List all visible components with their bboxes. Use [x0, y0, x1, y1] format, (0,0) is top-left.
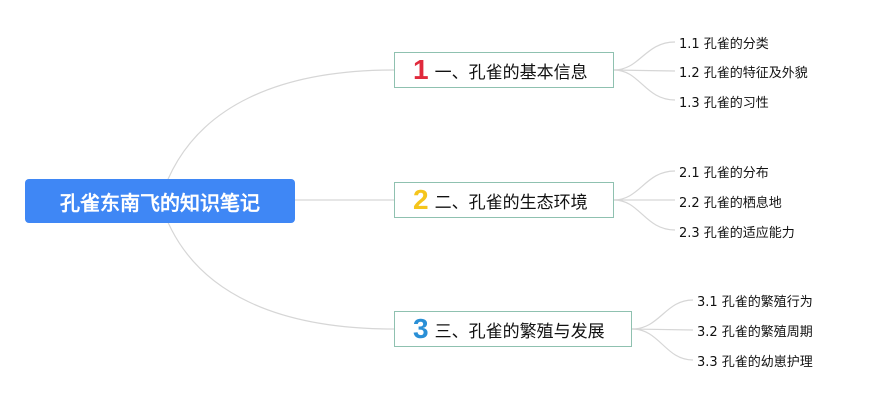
connector-b3-leaf-2	[631, 328, 694, 331]
subtopic-1-2[interactable]: 1.2 孔雀的特征及外貌	[679, 66, 808, 81]
subtopic-2-2[interactable]: 2.2 孔雀的栖息地	[679, 196, 782, 211]
branch-topic-3[interactable]: 3 三、孔雀的繁殖与发展	[394, 311, 632, 347]
connector-b3-leaf-1	[631, 299, 694, 330]
branch-label-2: 二、孔雀的生态环境	[434, 192, 588, 213]
branch-topic-2[interactable]: 2 二、孔雀的生态环境	[394, 182, 614, 218]
subtopic-1-3[interactable]: 1.3 孔雀的习性	[679, 96, 769, 111]
branch-number-1: 1	[413, 54, 429, 85]
subtopic-1-1[interactable]: 1.1 孔雀的分类	[679, 37, 769, 52]
branch-label-3: 三、孔雀的繁殖与发展	[434, 321, 605, 342]
connector-root-branch-3	[159, 200, 395, 330]
connector-root-branch-1	[159, 69, 395, 202]
branch-number-2: 2	[413, 184, 429, 215]
connector-b2-leaf-1	[613, 170, 676, 201]
subtopic-3-1[interactable]: 3.1 孔雀的繁殖行为	[697, 295, 813, 310]
branch-label-1: 一、孔雀的基本信息	[434, 62, 588, 83]
root-topic-title: 孔雀东南飞的知识笔记	[60, 190, 260, 215]
subtopic-3-2[interactable]: 3.2 孔雀的繁殖周期	[697, 325, 813, 340]
branch-topic-1[interactable]: 1 一、孔雀的基本信息	[394, 52, 614, 88]
subtopic-2-3[interactable]: 2.3 孔雀的适应能力	[679, 226, 795, 241]
connector-b2-leaf-3	[613, 199, 676, 231]
branch-number-3: 3	[413, 313, 429, 344]
subtopic-3-3[interactable]: 3.3 孔雀的幼崽护理	[697, 355, 813, 370]
connector-b1-leaf-3	[613, 69, 676, 101]
subtopic-2-1[interactable]: 2.1 孔雀的分布	[679, 166, 769, 181]
connector-b1-leaf-1	[613, 41, 676, 71]
connector-b3-leaf-3	[631, 328, 694, 361]
root-topic[interactable]: 孔雀东南飞的知识笔记	[25, 179, 295, 223]
connector-b1-leaf-2	[613, 69, 676, 72]
